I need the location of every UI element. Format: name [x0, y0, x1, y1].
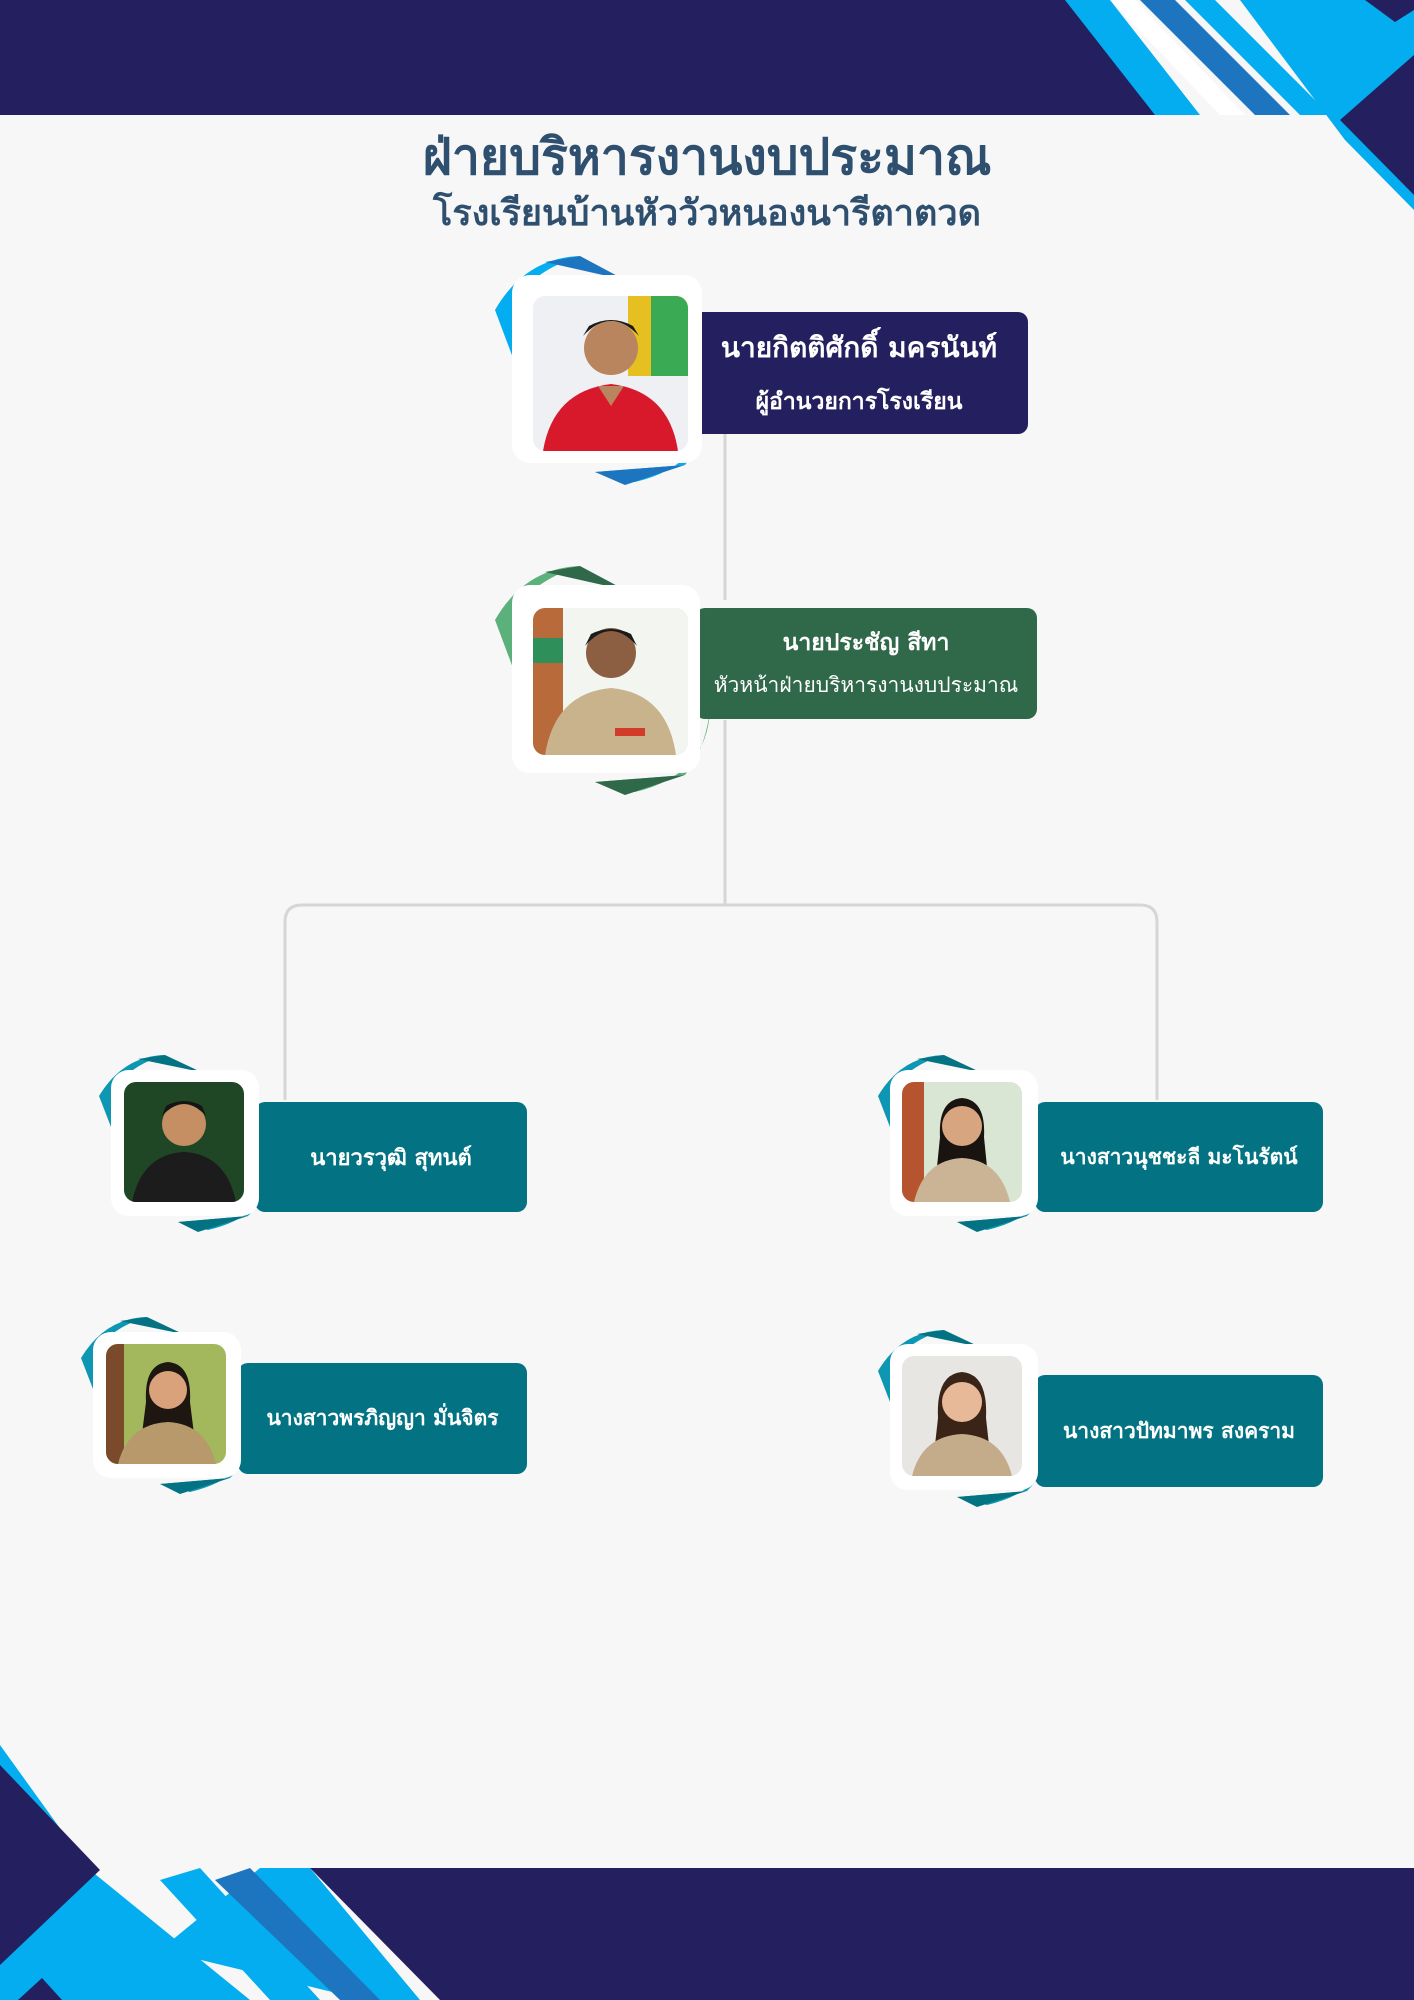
director-photo: [533, 296, 688, 451]
staff-3-photo: [106, 1344, 226, 1464]
staff-2-name: นางสาวนุชชะลี มะโนรัตน์: [1060, 1144, 1298, 1169]
staff-2-label: นางสาวนุชชะลี มะโนรัตน์: [1035, 1102, 1323, 1212]
top-right-cyan-wedge: [1240, 0, 1414, 210]
bottom-navy-band: [310, 1868, 1414, 2000]
staff-4-photo: [902, 1356, 1022, 1476]
staff-1-name: นายวรวุฒิ สุทนต์: [310, 1145, 472, 1171]
staff-4-name: นางสาวปัทมาพร สงคราม: [1062, 1418, 1296, 1443]
staff-4-label: นางสาวปัทมาพร สงคราม: [1035, 1375, 1323, 1487]
top-navy-band: [0, 0, 1165, 115]
bottom-left-navy-diamond: [0, 1765, 100, 1965]
bottom-stripe-2: [160, 1868, 320, 2000]
staff-1-photo: [124, 1082, 244, 1202]
top-right-navy-tip: [1365, 0, 1414, 22]
director-role: ผู้อำนวยการโรงเรียน: [755, 389, 963, 415]
bottom-stripe-3: [215, 1868, 380, 2000]
top-stripe-1: [1065, 0, 1200, 115]
bottom-left-cyan-wedge: [0, 1745, 250, 2000]
staff-1-label: นายวรวุฒิ สุทนต์: [255, 1102, 527, 1212]
staff-2-photo: [902, 1082, 1022, 1202]
director-name: นายกิตติศักดิ์ มครนันท์: [720, 331, 998, 364]
head-label: นายประชัญ สีทา หัวหน้าฝ่ายบริหารงานงบประ…: [695, 608, 1037, 719]
staff-3-label: นางสาวพรภิญญา มั่นจิตร: [238, 1363, 527, 1474]
top-stripe-2: [1110, 0, 1245, 115]
director-label: นายกิตติศักดิ์ มครนันท์ ผู้อำนวยการโรงเร…: [690, 312, 1028, 434]
head-name: นายประชัญ สีทา: [782, 630, 950, 656]
top-right-navy-tri: [1340, 55, 1414, 195]
top-stripe-4: [1185, 0, 1330, 115]
bottom-left-navy-tip: [18, 1978, 62, 2000]
head-photo: [533, 608, 688, 755]
page-title: ฝ่ายบริหารงานงบประมาณ: [422, 128, 992, 186]
top-stripe-3: [1140, 0, 1290, 115]
head-role: หัวหน้าฝ่ายบริหารงานงบประมาณ: [713, 673, 1019, 697]
staff-3-name: นางสาวพรภิญญา มั่นจิตร: [266, 1406, 499, 1430]
page-subtitle: โรงเรียนบ้านหัววัวหนองนารีตาตวด: [433, 193, 981, 234]
connector-bus: [283, 903, 1159, 1100]
